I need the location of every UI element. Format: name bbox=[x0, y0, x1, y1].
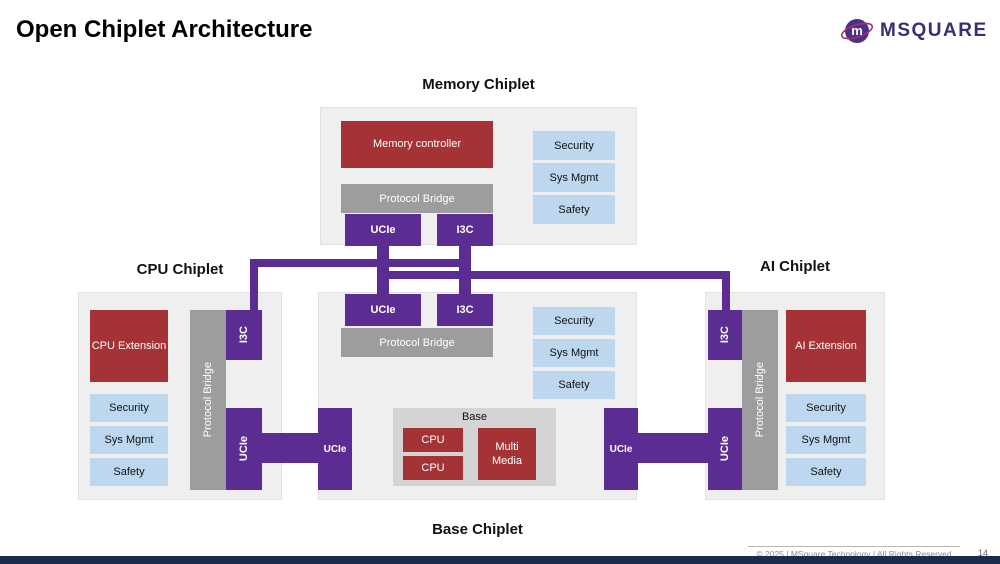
cpu-security-block: Security bbox=[90, 394, 168, 422]
connector-memory-to-base-ucie bbox=[377, 245, 389, 294]
memory-protocol-bridge: Protocol Bridge bbox=[341, 184, 493, 213]
brand-name: MSQUARE bbox=[880, 20, 988, 41]
cpu-ucie-label: UCIe bbox=[238, 436, 250, 462]
ai-protocol-bridge: Protocol Bridge bbox=[742, 310, 778, 490]
base-protocol-bridge: Protocol Bridge bbox=[341, 328, 493, 357]
ai-chiplet-label: AI Chiplet bbox=[760, 258, 830, 275]
base-cpu-top-block: CPU bbox=[403, 428, 463, 452]
logo-monogram: m bbox=[851, 23, 863, 38]
connector-cpu-to-base-ucie bbox=[261, 433, 319, 463]
bottom-accent-bar bbox=[0, 556, 1000, 564]
ai-extension-block: AI Extension bbox=[786, 310, 866, 382]
ai-i3c-port: I3C bbox=[708, 310, 742, 360]
connector-ai-i3c-vertical bbox=[722, 271, 730, 315]
base-cpu-bottom-block: CPU bbox=[403, 456, 463, 480]
ai-sysmgmt-block: Sys Mgmt bbox=[786, 426, 866, 454]
base-left-ucie-port: UCIe bbox=[318, 408, 352, 490]
page-number: 14 bbox=[978, 548, 989, 558]
base-right-ucie-port: UCIe bbox=[604, 408, 638, 490]
ai-security-block: Security bbox=[786, 394, 866, 422]
memory-controller-block: Memory controller bbox=[341, 121, 493, 168]
ai-ucie-label: UCIe bbox=[719, 436, 731, 462]
base-security-block: Security bbox=[533, 307, 615, 335]
cpu-i3c-port: I3C bbox=[226, 310, 262, 360]
base-i3c-port: I3C bbox=[437, 294, 493, 326]
ai-ucie-port: UCIe bbox=[708, 408, 742, 490]
memory-sysmgmt-block: Sys Mgmt bbox=[533, 163, 615, 192]
connector-cpu-i3c-horizontal bbox=[250, 259, 471, 267]
connector-cpu-i3c-vertical bbox=[250, 259, 258, 315]
connector-memory-to-base-i3c bbox=[459, 245, 471, 294]
memory-i3c-port: I3C bbox=[437, 214, 493, 246]
base-multimedia-block: Multi Media bbox=[478, 428, 536, 480]
memory-ucie-port: UCIe bbox=[345, 214, 421, 246]
cpu-i3c-label: I3C bbox=[238, 326, 250, 344]
company-logo: m MSQUARE bbox=[840, 14, 988, 48]
base-inner-label: Base bbox=[461, 411, 488, 423]
base-ucie-port: UCIe bbox=[345, 294, 421, 326]
memory-chiplet-label: Memory Chiplet bbox=[422, 76, 535, 93]
memory-security-block: Security bbox=[533, 131, 615, 160]
ai-protocol-bridge-label: Protocol Bridge bbox=[754, 362, 766, 438]
page-title: Open Chiplet Architecture bbox=[16, 16, 313, 43]
footer-copyright: © 2025 | MSquare Technology | All Rights… bbox=[748, 546, 960, 559]
msquare-orbit-icon: m bbox=[840, 19, 874, 43]
cpu-extension-block: CPU Extension bbox=[90, 310, 168, 382]
cpu-ucie-port: UCIe bbox=[226, 408, 262, 490]
cpu-chiplet-label: CPU Chiplet bbox=[136, 261, 224, 278]
memory-safety-block: Safety bbox=[533, 195, 615, 224]
cpu-sysmgmt-block: Sys Mgmt bbox=[90, 426, 168, 454]
base-chiplet-label: Base Chiplet bbox=[432, 521, 523, 538]
connector-ai-i3c-horizontal bbox=[383, 271, 730, 279]
cpu-protocol-bridge-label: Protocol Bridge bbox=[202, 362, 214, 438]
base-safety-block: Safety bbox=[533, 371, 615, 399]
connector-ai-to-base-ucie bbox=[637, 433, 709, 463]
ai-i3c-label: I3C bbox=[719, 326, 731, 344]
base-sysmgmt-block: Sys Mgmt bbox=[533, 339, 615, 367]
cpu-protocol-bridge: Protocol Bridge bbox=[190, 310, 226, 490]
ai-safety-block: Safety bbox=[786, 458, 866, 486]
cpu-safety-block: Safety bbox=[90, 458, 168, 486]
